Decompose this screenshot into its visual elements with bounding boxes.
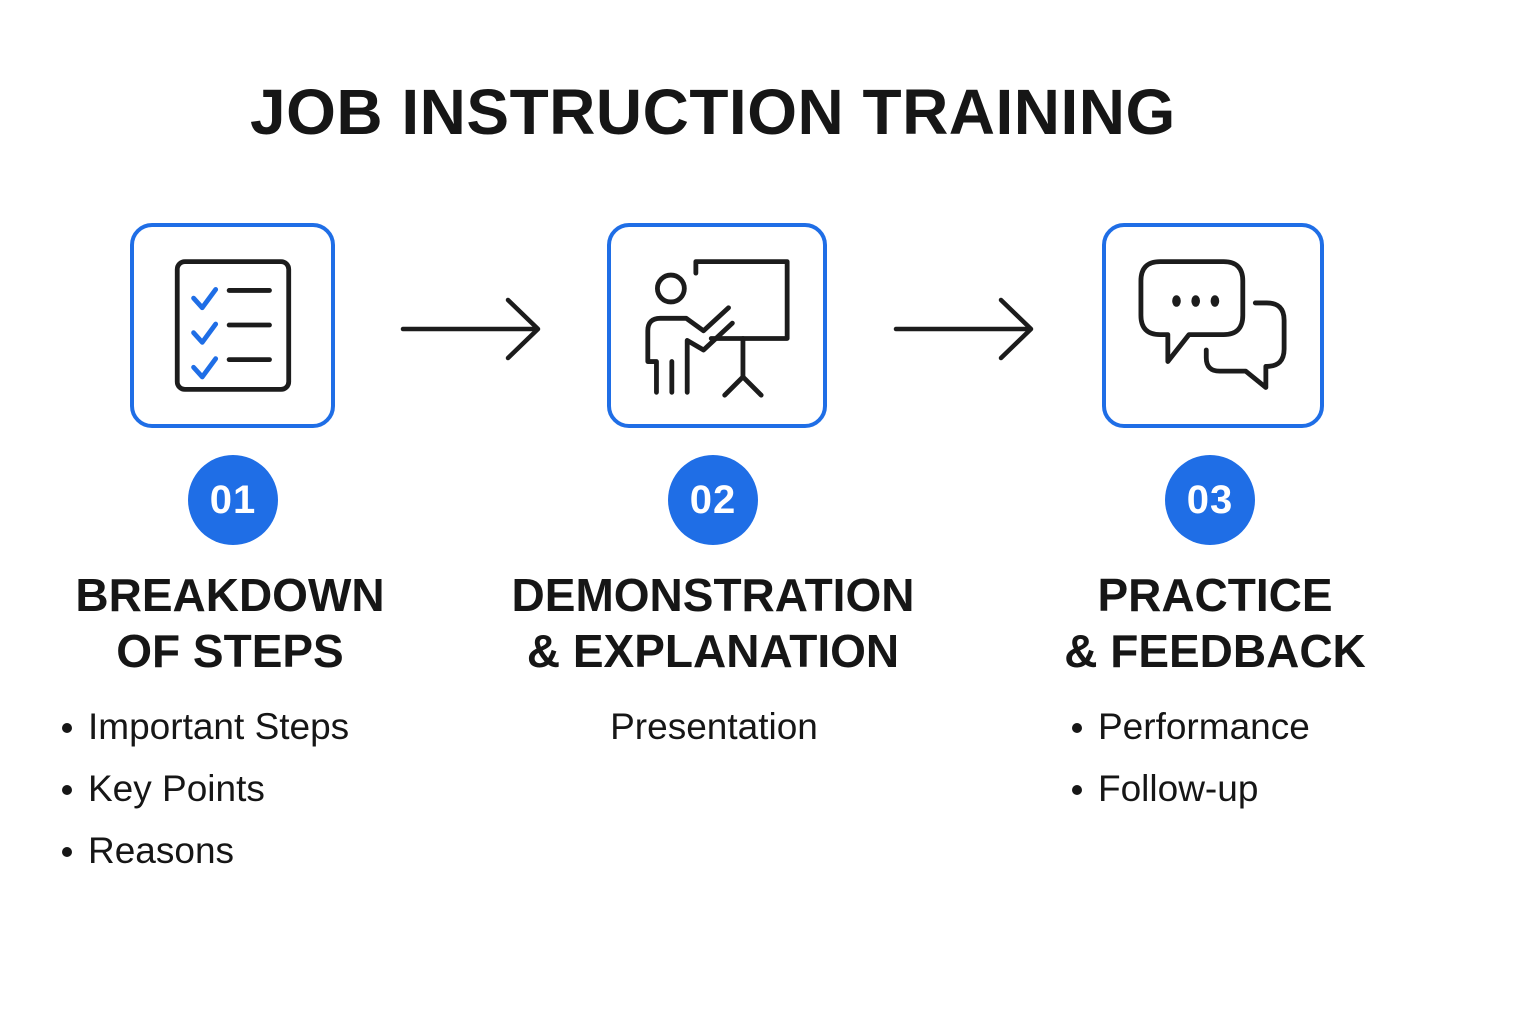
arrow-right-icon xyxy=(400,297,541,361)
step-1-heading: BREAKDOWN OF STEPS xyxy=(30,567,430,679)
step-1-bullet-list: Important Steps Key Points Reasons xyxy=(60,696,349,882)
list-item: Reasons xyxy=(60,820,349,882)
step-3-icon-card xyxy=(1102,223,1324,428)
step-1-heading-line-2: OF STEPS xyxy=(116,625,344,677)
step-2-heading: DEMONSTRATION & EXPLANATION xyxy=(488,567,938,679)
step-1-heading-line-1: BREAKDOWN xyxy=(75,569,385,621)
page-title: JOB INSTRUCTION TRAINING xyxy=(250,76,1176,148)
list-item: Important Steps xyxy=(60,696,349,758)
chat-bubbles-icon xyxy=(1138,259,1287,390)
step-3-heading: PRACTICE & FEEDBACK xyxy=(1030,567,1400,679)
step-2-number-badge: 02 xyxy=(668,455,758,545)
step-1-icon-card xyxy=(130,223,335,428)
list-item: Performance xyxy=(1070,696,1310,758)
step-3-number-badge: 03 xyxy=(1165,455,1255,545)
arrow-right-icon xyxy=(893,297,1034,361)
step-2-icon-card xyxy=(607,223,827,428)
step-2-heading-line-1: DEMONSTRATION xyxy=(511,569,915,621)
presentation-board-icon xyxy=(645,259,790,398)
step-3-heading-line-1: PRACTICE xyxy=(1097,569,1333,621)
step-1-number-badge: 01 xyxy=(188,455,278,545)
checklist-icon xyxy=(174,259,292,392)
list-item: Follow-up xyxy=(1070,758,1310,820)
step-2-heading-line-2: & EXPLANATION xyxy=(526,625,900,677)
list-item: Key Points xyxy=(60,758,349,820)
step-3-heading-line-2: & FEEDBACK xyxy=(1064,625,1366,677)
step-3-bullet-list: Performance Follow-up xyxy=(1070,696,1310,820)
step-2-description: Presentation xyxy=(610,706,818,747)
